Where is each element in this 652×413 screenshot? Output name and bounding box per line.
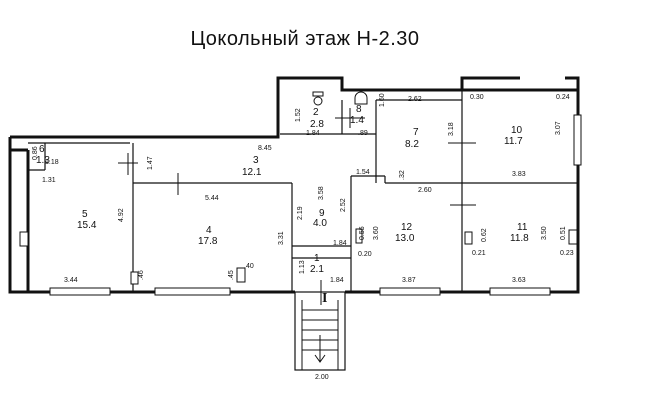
room-5-number: 5	[82, 209, 88, 220]
dimension-label: 2.52	[340, 198, 347, 212]
room-numbers: 1 2.1 2 2.8 3 12.1 4 17.8 5 15.4 6 1.3 7…	[36, 104, 529, 275]
room-4-area: 17.8	[198, 236, 218, 247]
entrance-mark: I	[322, 291, 327, 306]
dimension-label: 3.87	[402, 277, 416, 284]
dimension-label: 0.20	[358, 251, 372, 258]
dimension-label: 1.60	[379, 93, 386, 107]
dimension-label: 1.84	[306, 130, 320, 137]
dimension-labels: 8.45 1.47 5.44 3.31 2.19 3.58 2.52 1.84 …	[32, 93, 574, 381]
dimension-label: 3.63	[512, 277, 526, 284]
dimension-label: 0.51	[560, 226, 567, 240]
dimension-label: 0.21	[472, 250, 486, 257]
interior-partitions	[28, 90, 578, 292]
dimension-label: 3.83	[512, 171, 526, 178]
dimension-label: 1.31	[42, 177, 56, 184]
room-9-number: 9	[319, 208, 325, 219]
dimension-label: 2.60	[418, 187, 432, 194]
room-6-number: 6	[39, 144, 45, 155]
dimension-label: 1.54	[356, 169, 370, 176]
room-10-number: 10	[511, 125, 523, 136]
dimension-label: 8.45	[258, 145, 272, 152]
dimension-label: .32	[399, 170, 406, 180]
dimension-label: 0.24	[556, 94, 570, 101]
room-3-number: 3	[253, 155, 259, 166]
dimension-label: 3.31	[278, 231, 285, 245]
dimension-label: 3.07	[555, 121, 562, 135]
dimension-label: 2.00	[315, 374, 329, 381]
dimension-label: .45	[228, 270, 235, 280]
room-5-area: 15.4	[77, 220, 97, 231]
dimension-label: .89	[358, 130, 368, 137]
dimension-label: 0.55	[359, 226, 366, 240]
dimension-label: 1.52	[295, 108, 302, 122]
dimension-label: 3.58	[318, 186, 325, 200]
dimension-label: 0.62	[481, 228, 488, 242]
room-11-number: 11	[517, 222, 528, 233]
room-11-area: 11.8	[510, 233, 529, 244]
dimension-label: 3.50	[541, 226, 548, 240]
dimension-label: 3.60	[373, 226, 380, 240]
dimension-label: 0.86	[32, 146, 39, 160]
dimension-label: 1.84	[330, 277, 344, 284]
dimension-label: 0.30	[470, 94, 484, 101]
room-12-area: 13.0	[395, 233, 415, 244]
room-12-number: 12	[401, 222, 413, 233]
dimension-label: .46	[138, 270, 145, 280]
room-1-number: 1	[314, 253, 320, 264]
dimension-label: 3.44	[64, 277, 78, 284]
room-10-area: 11.7	[504, 136, 523, 147]
wc-fixtures	[312, 91, 368, 106]
dimension-label: 0.23	[560, 250, 574, 257]
dimension-label: 3.18	[448, 122, 455, 136]
dimension-label: 4.92	[118, 208, 125, 222]
room-4-number: 4	[206, 225, 212, 236]
dimension-label: .40	[244, 263, 254, 270]
room-7-number: 7	[413, 127, 419, 138]
exterior-walls	[8, 76, 580, 294]
dimension-label: 1.13	[299, 260, 306, 274]
windows	[19, 114, 582, 296]
dimension-label: 1.47	[147, 156, 154, 170]
room-7-area: 8.2	[405, 139, 419, 150]
dimension-label: 1.84	[333, 240, 347, 247]
room-6-area: 1.3	[36, 155, 50, 166]
room-1-area: 2.1	[310, 264, 324, 275]
crosshair-markers	[118, 108, 476, 305]
room-2-number: 2	[313, 107, 319, 118]
room-8-number: 8	[356, 104, 362, 115]
room-8-area: 1.4	[350, 115, 364, 126]
dimension-label: 5.44	[205, 195, 219, 202]
room-9-area: 4.0	[313, 218, 327, 229]
room-2-area: 2.8	[310, 119, 324, 130]
dimension-label: 2.19	[297, 206, 304, 220]
entrance-stairs	[294, 291, 346, 371]
room-3-area: 12.1	[242, 167, 262, 178]
dimension-label: 1.18	[45, 159, 59, 166]
plan-title: Цокольный этаж Н-2.30	[190, 28, 420, 50]
dimension-label: 2.62	[408, 96, 422, 103]
